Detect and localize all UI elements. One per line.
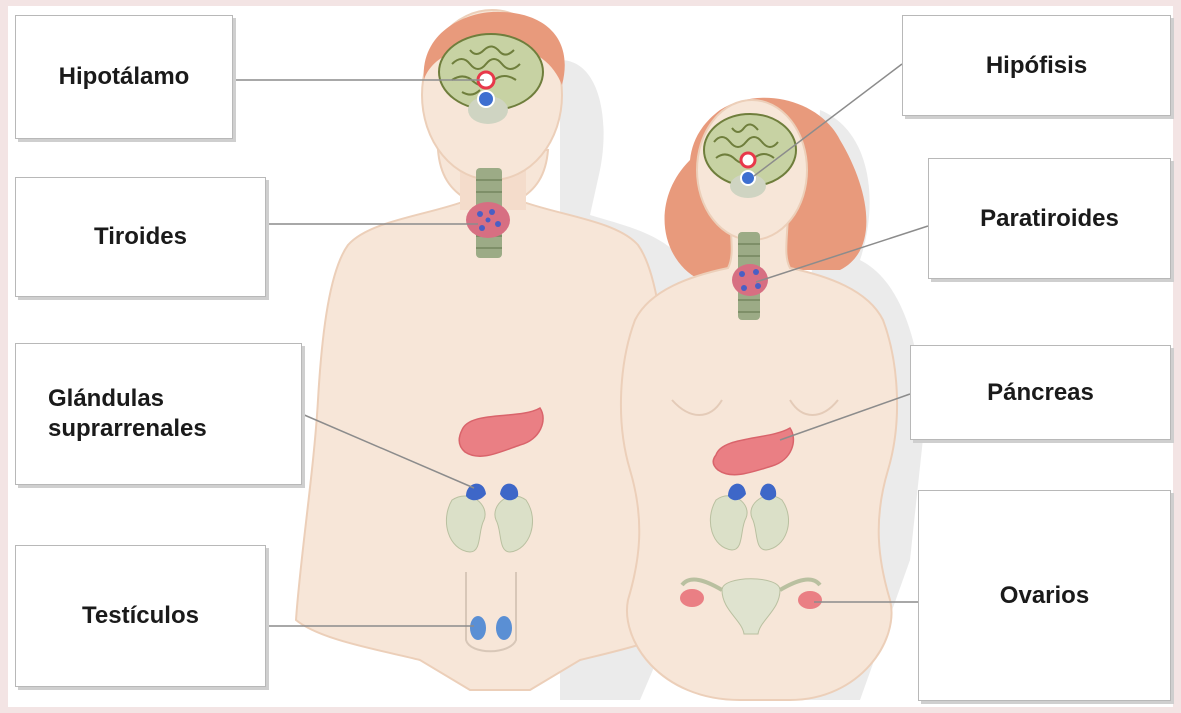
- female-ovary-left: [680, 589, 704, 607]
- male-testis-right: [496, 616, 512, 640]
- label-glandulas-line1: Glándulas: [48, 384, 164, 414]
- label-pancreas: Páncreas: [910, 345, 1171, 440]
- label-testiculos-text: Testículos: [82, 601, 199, 631]
- label-testiculos: Testículos: [15, 545, 266, 687]
- label-hipotalamo: Hipotálamo: [15, 15, 233, 139]
- label-glandulas-line2: suprarrenales: [48, 414, 207, 444]
- female-pituitary-marker: [741, 171, 755, 185]
- label-paratiroides: Paratiroides: [928, 158, 1171, 279]
- label-hipotalamo-text: Hipotálamo: [59, 62, 190, 92]
- label-glandulas-suprarrenales: Glándulas suprarrenales: [15, 343, 302, 485]
- male-pituitary-marker: [478, 91, 494, 107]
- label-ovarios: Ovarios: [918, 490, 1171, 701]
- male-testis-left: [470, 616, 486, 640]
- label-tiroides-text: Tiroides: [94, 222, 187, 252]
- label-hipofisis: Hipófisis: [902, 15, 1171, 116]
- label-pancreas-text: Páncreas: [987, 378, 1094, 408]
- label-ovarios-text: Ovarios: [1000, 581, 1089, 611]
- female-figure: [621, 98, 925, 700]
- label-paratiroides-text: Paratiroides: [980, 204, 1119, 234]
- female-hypothalamus-marker: [741, 153, 755, 167]
- label-tiroides: Tiroides: [15, 177, 266, 297]
- label-hipofisis-text: Hipófisis: [986, 51, 1087, 81]
- female-ovary-right: [798, 591, 822, 609]
